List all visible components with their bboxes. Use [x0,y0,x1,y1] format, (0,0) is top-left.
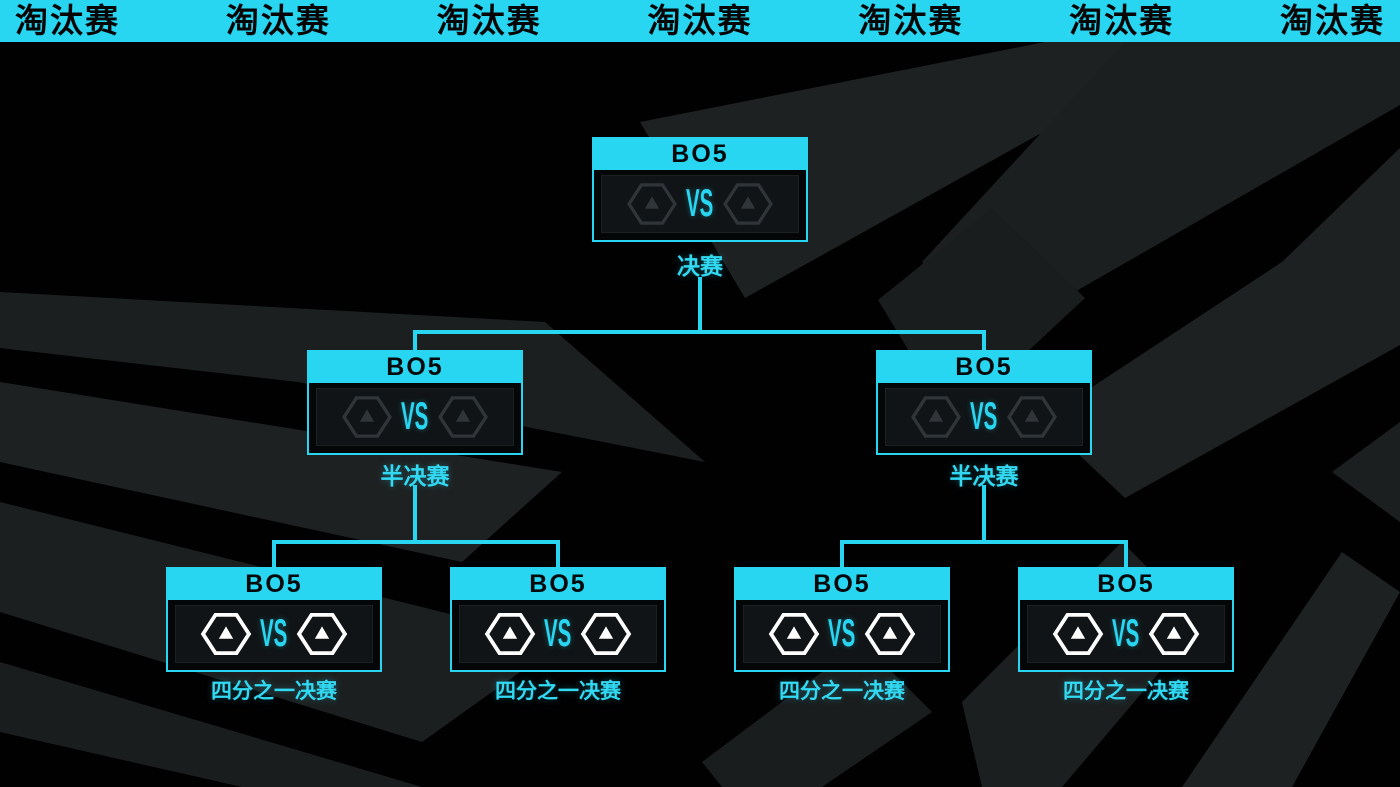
round-label-semifinal-2: 半决赛 [949,463,1019,489]
team-placeholder-icon [484,612,536,656]
round-label-quarterfinal-3: 四分之一决赛 [779,680,905,703]
connector-line [413,330,417,351]
round-label-quarterfinal-4: 四分之一决赛 [1063,680,1189,703]
match-quarterfinal-4[interactable]: BO5 VS [1018,567,1234,672]
vs-label: VS [260,611,288,655]
connector-line [413,330,986,334]
match-format-header: BO5 [736,569,948,600]
match-body: VS [878,383,1090,453]
match-quarterfinal-1[interactable]: BO5 VS [166,567,382,672]
match-format-header: BO5 [309,352,521,383]
match-body: VS [452,600,664,670]
team-placeholder-icon [1148,612,1200,656]
match-format-header: BO5 [1020,569,1232,600]
banner-text: 淘汰赛 [1069,2,1175,39]
banner-text: 淘汰赛 [15,2,120,39]
banner-text: 淘汰赛 [858,2,964,39]
connector-line [982,485,986,542]
connector-line [982,330,986,351]
match-semifinal-2[interactable]: BO5 VS [876,350,1092,455]
match-format-header: BO5 [594,139,806,170]
match-slot: VS [459,605,657,663]
team-placeholder-icon [1052,612,1104,656]
banner-text: 淘汰赛 [647,2,753,39]
match-body: VS [594,170,806,240]
match-body: VS [1020,600,1232,670]
match-slot: VS [175,605,373,663]
banner-text: 淘汰赛 [436,2,542,39]
connector-line [556,540,560,568]
vs-label: VS [686,181,714,225]
connector-line [413,485,417,542]
vs-label: VS [544,611,572,655]
vs-label: VS [1112,611,1140,655]
match-slot: VS [885,388,1083,446]
match-format-header: BO5 [878,352,1090,383]
match-format-header: BO5 [452,569,664,600]
match-body: VS [168,600,380,670]
round-label-semifinal-1: 半决赛 [380,463,450,489]
vs-label: VS [970,394,998,438]
team-placeholder-icon [341,395,393,439]
match-body: VS [309,383,521,453]
connector-line [840,540,844,568]
match-quarterfinal-3[interactable]: BO5 VS [734,567,950,672]
team-placeholder-icon [722,182,774,226]
match-slot: VS [743,605,941,663]
match-final[interactable]: BO5 VS [592,137,808,242]
team-placeholder-icon [296,612,348,656]
match-quarterfinal-2[interactable]: BO5 VS [450,567,666,672]
match-format-header: BO5 [168,569,380,600]
vs-label: VS [401,394,429,438]
connector-line [1124,540,1128,568]
team-placeholder-icon [910,395,962,439]
round-label-final: 决赛 [677,253,723,279]
vs-label: VS [828,611,856,655]
team-placeholder-icon [580,612,632,656]
match-slot: VS [601,175,799,233]
team-placeholder-icon [437,395,489,439]
connector-line [272,540,276,568]
match-slot: VS [316,388,514,446]
knockout-stage-banner: 淘汰赛 淘汰赛 淘汰赛 淘汰赛 淘汰赛 淘汰赛 淘汰赛 [0,0,1400,42]
banner-text: 淘汰赛 [225,2,331,39]
team-placeholder-icon [200,612,252,656]
match-slot: VS [1027,605,1225,663]
connector-line [272,540,560,544]
round-label-quarterfinal-2: 四分之一决赛 [495,680,621,703]
match-body: VS [736,600,948,670]
connector-line [840,540,1128,544]
team-placeholder-icon [1006,395,1058,439]
banner-text: 淘汰赛 [1279,2,1385,39]
team-placeholder-icon [768,612,820,656]
team-placeholder-icon [626,182,678,226]
round-label-quarterfinal-1: 四分之一决赛 [211,680,337,703]
connector-line [698,277,702,332]
team-placeholder-icon [864,612,916,656]
match-semifinal-1[interactable]: BO5 VS [307,350,523,455]
